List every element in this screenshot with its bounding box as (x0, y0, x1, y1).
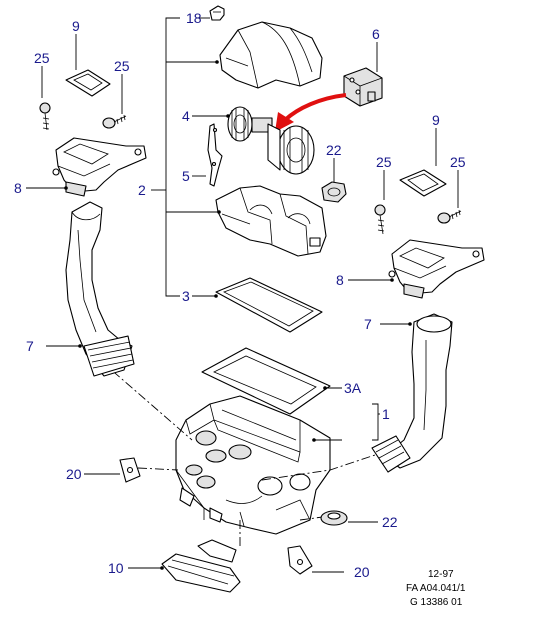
callout-3: 3 (182, 288, 190, 304)
group-2-bracket (151, 17, 218, 297)
clip-part-20-bottom (287, 545, 344, 575)
callout-1: 1 (382, 406, 390, 422)
blower-lower-housing (215, 185, 327, 257)
ref-graphic: G 13386 01 (410, 597, 463, 608)
ref-doc: FA A04.041/1 (406, 583, 466, 594)
grommet-part-22-top (321, 158, 347, 203)
callout-22-top: 22 (326, 142, 342, 158)
callout-7-right: 7 (364, 316, 372, 332)
callout-22-bottom: 22 (382, 514, 398, 530)
duct-part-7-right (371, 313, 453, 473)
clip-part-20-left (84, 457, 141, 483)
pollen-filter-part-3 (192, 277, 323, 333)
callout-25-right-a: 25 (376, 154, 392, 170)
callout-8-right: 8 (336, 272, 344, 288)
clip-part-5 (192, 123, 223, 187)
heater-housing-part-1 (175, 395, 342, 535)
callout-5: 5 (182, 168, 190, 184)
footwell-duct-part-10 (128, 539, 241, 593)
group-1-bracket (372, 403, 379, 441)
callout-2: 2 (138, 182, 146, 198)
duct-part-7-left (46, 201, 135, 377)
callout-25-right-b: 25 (450, 154, 466, 170)
blower-motor-part-4 (192, 106, 315, 175)
right-upper-assembly (348, 128, 485, 299)
callout-25-left-b: 25 (114, 58, 130, 74)
blower-cover (215, 21, 323, 89)
red-arrow (275, 93, 347, 132)
callout-25-left-a: 25 (34, 50, 50, 66)
grommet-part-22-bottom (320, 510, 378, 526)
callout-7-left: 7 (26, 338, 34, 354)
callout-8-left: 8 (14, 180, 22, 196)
callout-20-bottom: 20 (354, 564, 370, 580)
callout-4: 4 (182, 108, 190, 124)
left-upper-assembly (26, 34, 147, 197)
callout-18: 18 (186, 10, 202, 26)
callout-10: 10 (108, 560, 124, 576)
callout-9-right: 9 (432, 112, 440, 128)
clip-part-18 (196, 5, 225, 21)
callout-6: 6 (372, 26, 380, 42)
callout-3A: 3A (344, 380, 362, 396)
filter-seal-part-3A (201, 347, 342, 415)
callout-9-left: 9 (72, 18, 80, 34)
ref-date: 12-97 (428, 569, 454, 580)
callout-20-left: 20 (66, 466, 82, 482)
blower-resistor-part-6 (343, 42, 383, 107)
